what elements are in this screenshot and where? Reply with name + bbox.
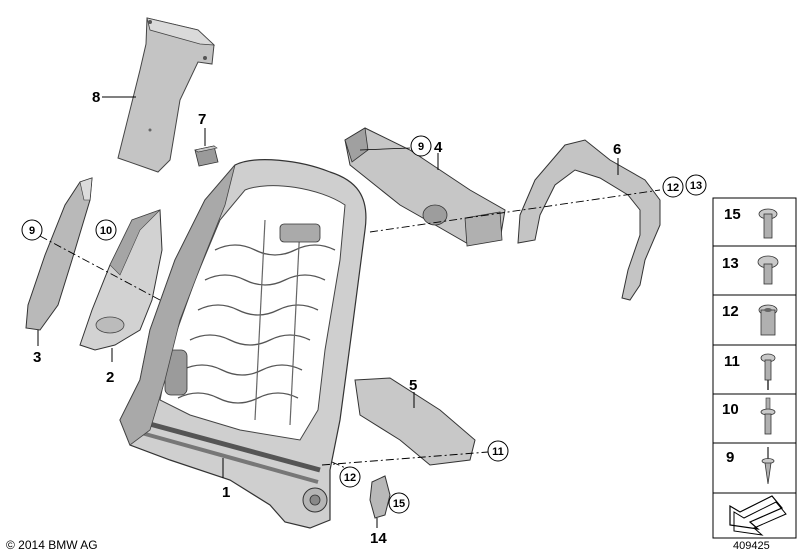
part-4-upper-bracket <box>344 127 506 247</box>
legend-row-10: 10 <box>712 393 797 444</box>
torx-screw-icon <box>758 208 778 239</box>
legend-number: 12 <box>722 303 739 320</box>
svg-text:9: 9 <box>418 141 424 153</box>
callout-1: 1 <box>222 484 230 501</box>
svg-text:13: 13 <box>690 180 702 192</box>
part-8-back-panel <box>102 17 216 173</box>
copyright-text: © 2014 BMW AG <box>6 538 98 552</box>
diagram-number: 409425 <box>733 540 770 552</box>
callout-10: 10 <box>95 219 117 241</box>
svg-text:11: 11 <box>492 446 504 458</box>
legend-row-15: 15 <box>712 197 797 247</box>
fastener-legend: 15 13 12 11 <box>712 197 797 539</box>
part-14-small-bracket <box>369 475 391 528</box>
part-2-side-panel <box>79 209 163 362</box>
part-7-pad <box>194 128 219 167</box>
part-5-lower-plate <box>354 377 476 466</box>
svg-text:12: 12 <box>344 472 356 484</box>
callout-11: 11 <box>487 440 509 462</box>
part-6-arc-bracket <box>517 139 661 301</box>
part-1-backrest-frame <box>119 159 367 529</box>
callout-15: 15 <box>388 492 410 514</box>
callout-6: 6 <box>613 141 621 158</box>
blind-rivet-icon <box>760 353 776 390</box>
bmw-arrow-icon <box>729 495 787 536</box>
legend-number: 13 <box>722 255 739 272</box>
legend-arrow-box <box>712 492 797 539</box>
legend-number: 10 <box>722 401 739 418</box>
callout-5: 5 <box>409 377 417 394</box>
callout-4: 4 <box>434 139 443 156</box>
callout-12a: 12 <box>662 176 684 198</box>
legend-row-12: 12 <box>712 294 797 346</box>
svg-text:12: 12 <box>667 182 679 194</box>
flat-head-screw-icon <box>757 255 779 285</box>
callouts: 1 2 3 4 5 6 7 8 14 9 10 9 12 13 <box>21 89 707 547</box>
part-3-side-trim <box>25 177 93 346</box>
callout-13: 13 <box>685 174 707 196</box>
legend-number: 9 <box>726 449 734 466</box>
callout-9b: 9 <box>410 135 432 157</box>
callout-12b: 12 <box>339 466 361 488</box>
legend-number: 11 <box>724 353 740 370</box>
callout-7: 7 <box>198 111 206 128</box>
callout-14: 14 <box>370 530 387 547</box>
clip-pin-icon <box>761 447 775 485</box>
legend-row-13: 13 <box>712 245 797 296</box>
svg-text:10: 10 <box>100 225 112 237</box>
spreading-rivet-icon <box>760 397 776 435</box>
callout-3: 3 <box>33 349 41 366</box>
leader-lines <box>39 189 661 471</box>
rivet-nut-icon <box>758 304 778 336</box>
callout-8: 8 <box>92 89 100 106</box>
callout-2: 2 <box>106 369 114 386</box>
legend-number: 15 <box>724 206 741 223</box>
legend-row-11: 11 <box>712 344 797 395</box>
callout-9a: 9 <box>21 219 43 241</box>
legend-row-9: 9 <box>712 442 797 494</box>
svg-text:9: 9 <box>29 225 35 237</box>
svg-text:15: 15 <box>393 498 405 510</box>
